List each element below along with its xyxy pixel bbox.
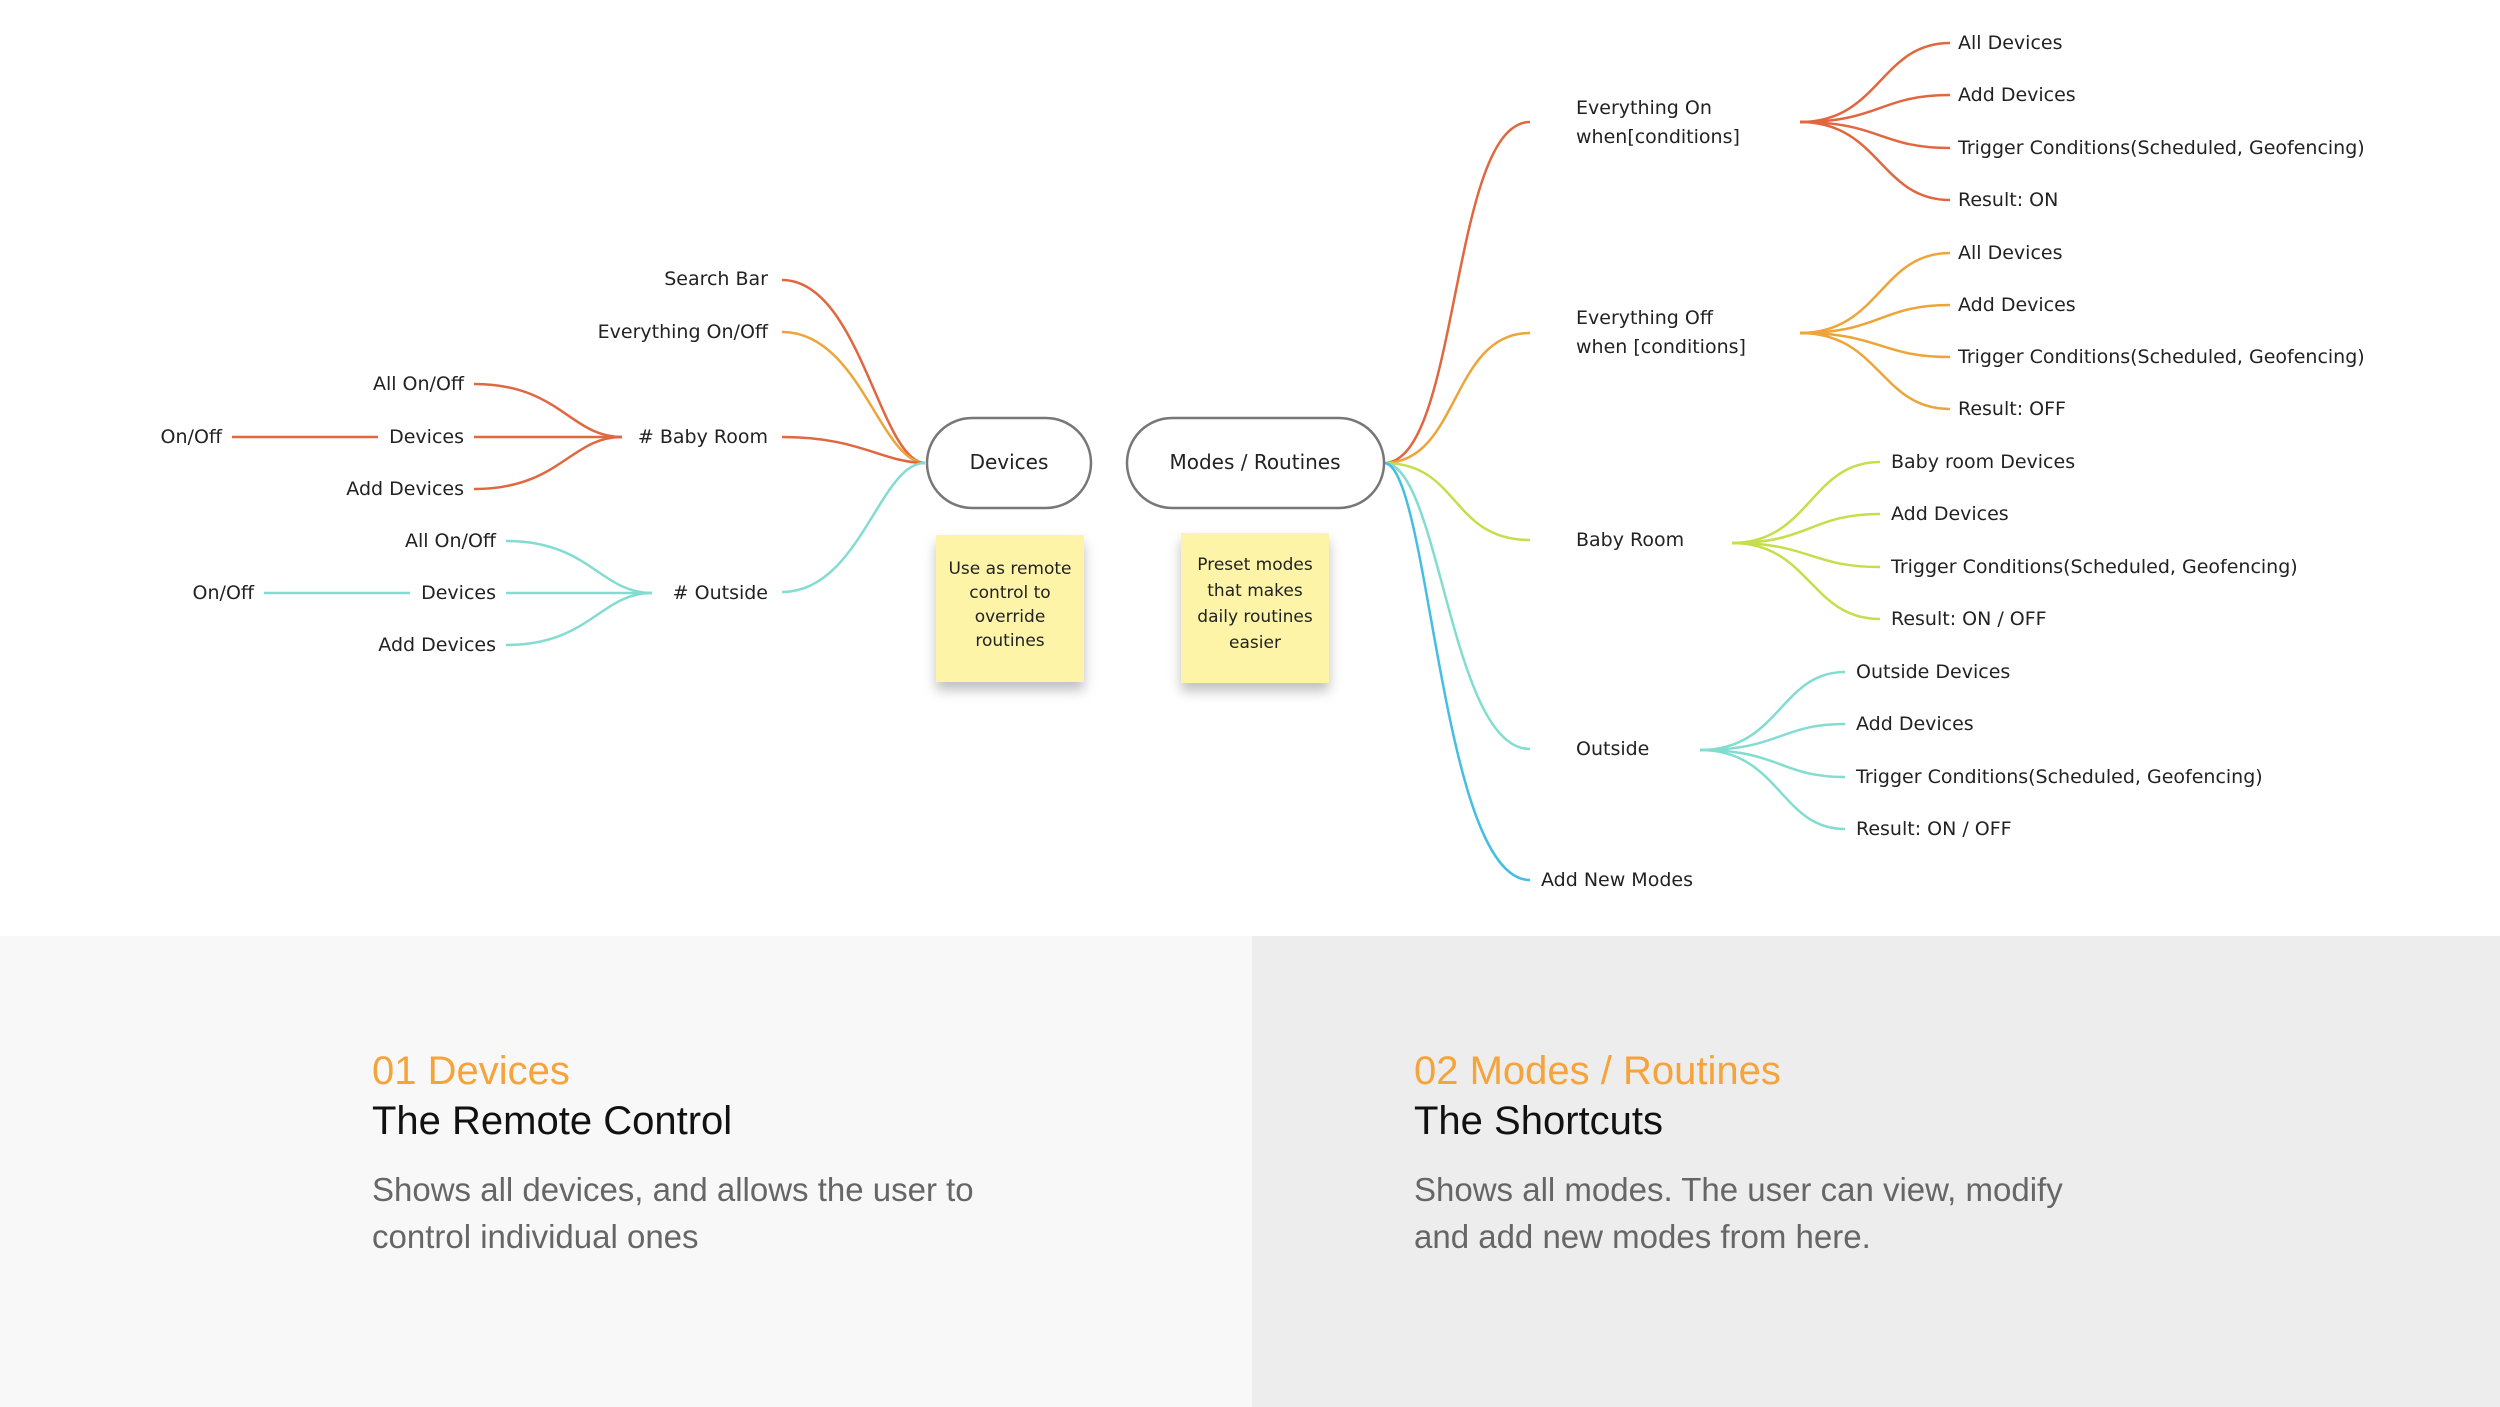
devices-section-panel: 01 Devices The Remote Control Shows all … — [0, 936, 1252, 1407]
connector-babym-3 — [1731, 541, 1881, 569]
devices-sticky-note: Use as remote control to override routin… — [936, 535, 1084, 682]
baby-room-label: # Baby Room — [638, 426, 768, 448]
outside-mode-child-2: Add Devices — [1856, 713, 1974, 735]
devices-section: 01 Devices The Remote Control Shows all … — [372, 1046, 1092, 1260]
connector-off-4 — [1799, 331, 1951, 411]
devices-note-line-4: routines — [975, 631, 1044, 651]
connector-everything — [781, 330, 926, 465]
outside-all-onoff-label: All On/Off — [405, 530, 497, 552]
modes-section: 02 Modes / Routines The Shortcuts Shows … — [1414, 1046, 2134, 1260]
connector-off-2 — [1799, 303, 1951, 335]
right-labels: Everything On when[conditions] All Devic… — [1541, 32, 2365, 891]
connector-baby-add — [473, 435, 623, 491]
connector-outside-mode — [1383, 461, 1531, 751]
outside-mode-child-3: Trigger Conditions(Scheduled, Geofencing… — [1855, 766, 2263, 788]
modes-section-number: 02 Modes / Routines — [1414, 1049, 1781, 1093]
baby-mode-child-2: Add Devices — [1891, 503, 2009, 525]
baby-mode-child-4: Result: ON / OFF — [1891, 608, 2047, 630]
baby-room-mode-label: Baby Room — [1576, 529, 1684, 551]
connector-off-1 — [1799, 251, 1951, 335]
connector-outm-2 — [1699, 722, 1846, 752]
connector-babym-1 — [1731, 460, 1881, 545]
connector-baby-room-mode — [1383, 461, 1531, 542]
everything-onoff-label: Everything On/Off — [598, 321, 769, 343]
connector-search-bar — [781, 278, 926, 465]
connector-everything-off — [1383, 331, 1531, 465]
connector-off-3 — [1799, 331, 1951, 359]
on-child-1: All Devices — [1958, 32, 2062, 54]
off-child-1: All Devices — [1958, 242, 2062, 264]
outside-label: # Outside — [673, 582, 768, 604]
connector-baby-all — [473, 382, 623, 439]
connector-on-3 — [1799, 120, 1951, 150]
off-child-4: Result: OFF — [1958, 398, 2066, 420]
left-labels: Search Bar Everything On/Off # Baby Room… — [161, 268, 769, 656]
modes-section-title: The Shortcuts — [1414, 1099, 1664, 1143]
baby-all-onoff-label: All On/Off — [373, 373, 465, 395]
connector-outside — [781, 461, 926, 594]
connector-babym-4 — [1731, 541, 1881, 621]
outside-onoff-label: On/Off — [193, 582, 255, 604]
connector-out-all — [505, 539, 653, 595]
everything-off-label-line-2: when [conditions] — [1576, 336, 1746, 358]
connector-outm-1 — [1699, 670, 1846, 752]
modes-note-line-3: daily routines — [1197, 607, 1313, 627]
modes-section-panel: 02 Modes / Routines The Shortcuts Shows … — [1252, 936, 2500, 1407]
connector-add-new — [1383, 461, 1531, 882]
connector-outm-3 — [1699, 748, 1846, 779]
on-child-4: Result: ON — [1958, 189, 2058, 211]
everything-off-label-line-1: Everything Off — [1576, 307, 1714, 329]
devices-node-label: Devices — [970, 450, 1049, 474]
modes-sticky-note: Preset modes that makes daily routines e… — [1181, 533, 1329, 683]
modes-note-line-1: Preset modes — [1197, 555, 1313, 575]
on-child-3: Trigger Conditions(Scheduled, Geofencing… — [1957, 137, 2365, 159]
search-bar-label: Search Bar — [664, 268, 768, 290]
outside-mode-child-1: Outside Devices — [1856, 661, 2010, 683]
mind-map: Devices Modes / Routines Use as remote c… — [161, 32, 2365, 891]
connector-everything-on — [1383, 120, 1531, 465]
devices-section-title: The Remote Control — [372, 1099, 733, 1143]
connector-babym-2 — [1731, 512, 1881, 545]
modes-note-line-4: easier — [1229, 633, 1281, 653]
everything-on-label-line-1: Everything On — [1576, 97, 1712, 119]
outside-mode-child-4: Result: ON / OFF — [1856, 818, 2012, 840]
connector-outm-4 — [1699, 748, 1846, 831]
connector-on-4 — [1799, 120, 1951, 202]
modes-note-line-2: that makes — [1207, 581, 1303, 601]
connector-on-2 — [1799, 93, 1951, 124]
connector-out-add — [505, 591, 653, 647]
off-child-3: Trigger Conditions(Scheduled, Geofencing… — [1957, 346, 2365, 368]
devices-note-line-3: override — [975, 607, 1046, 627]
baby-devices-label: Devices — [389, 426, 464, 448]
devices-note-line-2: control to — [969, 583, 1050, 603]
off-child-2: Add Devices — [1958, 294, 2076, 316]
devices-note-line-1: Use as remote — [948, 559, 1071, 579]
everything-on-label-line-2: when[conditions] — [1576, 126, 1740, 148]
baby-add-devices-label: Add Devices — [346, 478, 464, 500]
on-child-2: Add Devices — [1958, 84, 2076, 106]
add-new-modes-label: Add New Modes — [1541, 869, 1693, 891]
connector-baby-room — [781, 435, 926, 465]
right-connectors — [1383, 41, 1951, 882]
devices-section-description: Shows all devices, and allows the user t… — [372, 1171, 974, 1255]
modes-node: Modes / Routines — [1125, 416, 1386, 510]
connector-on-1 — [1799, 41, 1951, 124]
left-connectors — [232, 278, 926, 647]
devices-section-number: 01 Devices — [372, 1049, 570, 1093]
baby-onoff-label: On/Off — [161, 426, 223, 448]
outside-mode-label: Outside — [1576, 738, 1649, 760]
baby-mode-child-3: Trigger Conditions(Scheduled, Geofencing… — [1890, 556, 2298, 578]
modes-node-label: Modes / Routines — [1169, 450, 1340, 474]
devices-node: Devices — [925, 416, 1093, 510]
outside-add-devices-label: Add Devices — [378, 634, 496, 656]
modes-section-description: Shows all modes. The user can view, modi… — [1414, 1171, 2063, 1255]
outside-devices-label: Devices — [421, 582, 496, 604]
baby-mode-child-1: Baby room Devices — [1891, 451, 2075, 473]
